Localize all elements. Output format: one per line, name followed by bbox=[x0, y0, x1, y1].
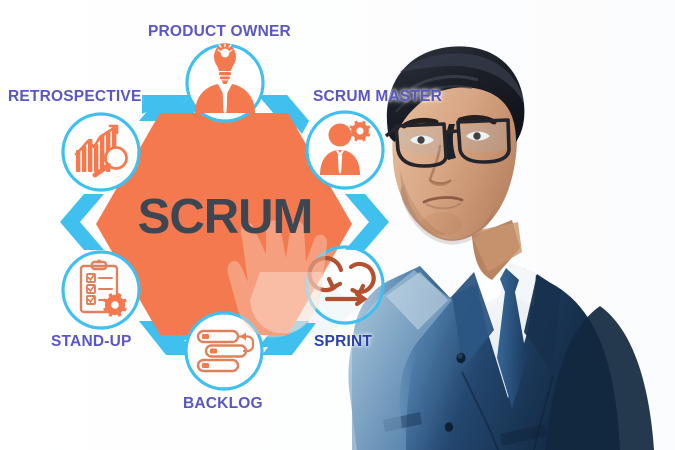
bar-chart-magnifier-icon bbox=[74, 124, 128, 178]
label-product-owner: PRODUCT OWNER bbox=[148, 23, 291, 40]
iteration-arrows-icon bbox=[307, 256, 376, 307]
label-scrum-master: SCRUM MASTER bbox=[313, 88, 442, 105]
person-lightbulb-icon bbox=[195, 43, 255, 114]
label-sprint: SPRINT bbox=[314, 333, 373, 350]
label-backlog: BACKLOG bbox=[183, 395, 263, 412]
stacked-list-loop-icon bbox=[196, 329, 255, 373]
person-gear-icon bbox=[320, 120, 371, 175]
clipboard-checklist-gear-icon bbox=[79, 259, 127, 317]
label-retrospective: RETROSPECTIVE bbox=[8, 88, 142, 105]
label-stand-up: STAND-UP bbox=[51, 333, 132, 350]
scrum-center-label: SCRUM bbox=[137, 190, 314, 244]
scrum-hexagon bbox=[96, 113, 352, 335]
